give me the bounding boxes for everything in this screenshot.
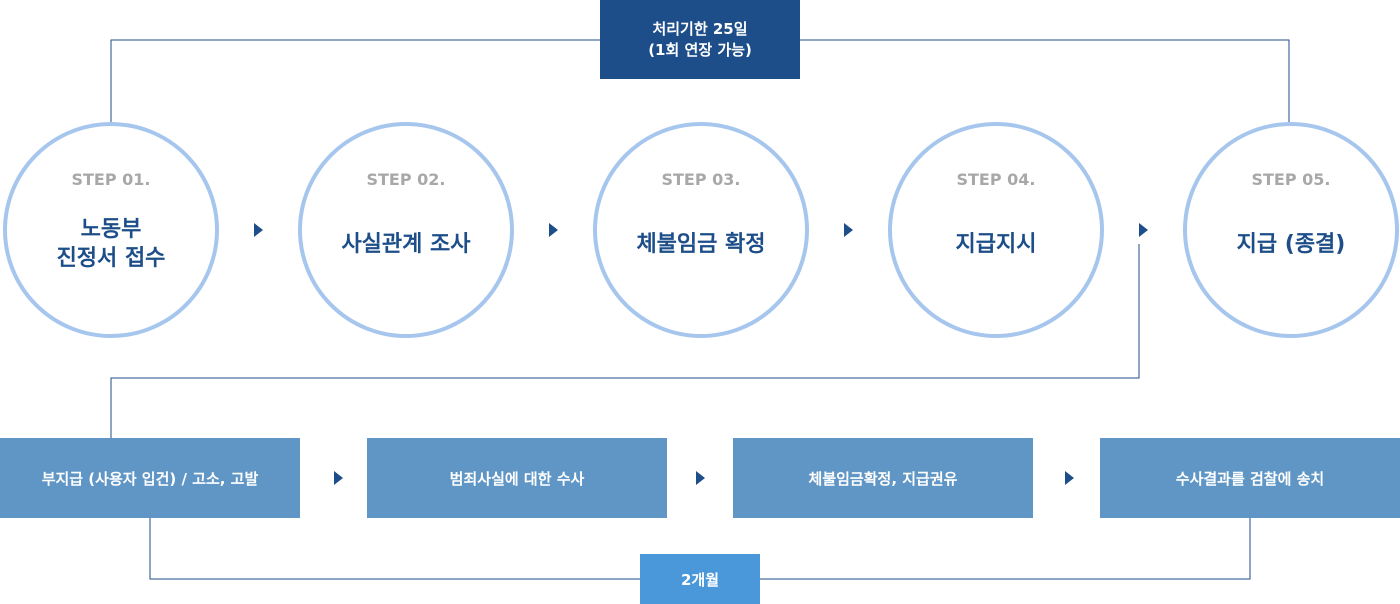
- step-title: 노동부 진정서 접수: [7, 196, 215, 292]
- top-timeline-line1: 처리기한 25일: [652, 19, 748, 38]
- arrow-right-icon: [1139, 223, 1148, 237]
- step-number: STEP 04.: [956, 170, 1036, 189]
- step-title-line: 지급 (종결): [1236, 231, 1346, 257]
- step-title: 체불임금 확정: [597, 196, 805, 292]
- step-title-line: 진정서 접수: [56, 246, 166, 271]
- step-number: STEP 01.: [71, 170, 151, 189]
- step-title-line: 노동부: [80, 217, 142, 242]
- non-payment-box-2: 범죄사실에 대한 수사: [367, 438, 667, 518]
- arrow-right-icon: [254, 223, 263, 237]
- step-circle-5: STEP 05. 지급 (종결): [1183, 122, 1399, 338]
- step-title: 지급 (종결): [1187, 196, 1395, 292]
- arrow-right-icon: [844, 223, 853, 237]
- non-payment-box-1: 부지급 (사용자 입건) / 고소, 고발: [0, 438, 300, 518]
- arrow-right-icon: [1065, 471, 1074, 485]
- arrow-right-icon: [696, 471, 705, 485]
- top-timeline-label: 처리기한 25일 (1회 연장 가능): [600, 0, 800, 79]
- step-number: STEP 02.: [366, 170, 446, 189]
- step-title: 지급지시: [892, 196, 1100, 292]
- arrow-right-icon: [549, 223, 558, 237]
- non-payment-box-4: 수사결과를 검찰에 송치: [1100, 438, 1400, 518]
- step-title-line: 지급지시: [955, 231, 1037, 257]
- step-number: STEP 03.: [661, 170, 741, 189]
- step-number: STEP 05.: [1251, 170, 1331, 189]
- step-circle-4: STEP 04. 지급지시: [888, 122, 1104, 338]
- step-title: 사실관계 조사: [302, 196, 510, 292]
- top-timeline-line2: (1회 연장 가능): [648, 40, 752, 59]
- step-circle-1: STEP 01. 노동부 진정서 접수: [3, 122, 219, 338]
- step-title-line: 체불임금 확정: [636, 231, 766, 257]
- non-payment-box-3: 체불임금확정, 지급권유: [733, 438, 1033, 518]
- non-payment-branch-connector: [110, 244, 1140, 438]
- bottom-timeline-label: 2개월: [640, 554, 760, 604]
- step-circle-2: STEP 02. 사실관계 조사: [298, 122, 514, 338]
- arrow-right-icon: [334, 471, 343, 485]
- step-circle-3: STEP 03. 체불임금 확정: [593, 122, 809, 338]
- step-title-line: 사실관계 조사: [341, 231, 471, 257]
